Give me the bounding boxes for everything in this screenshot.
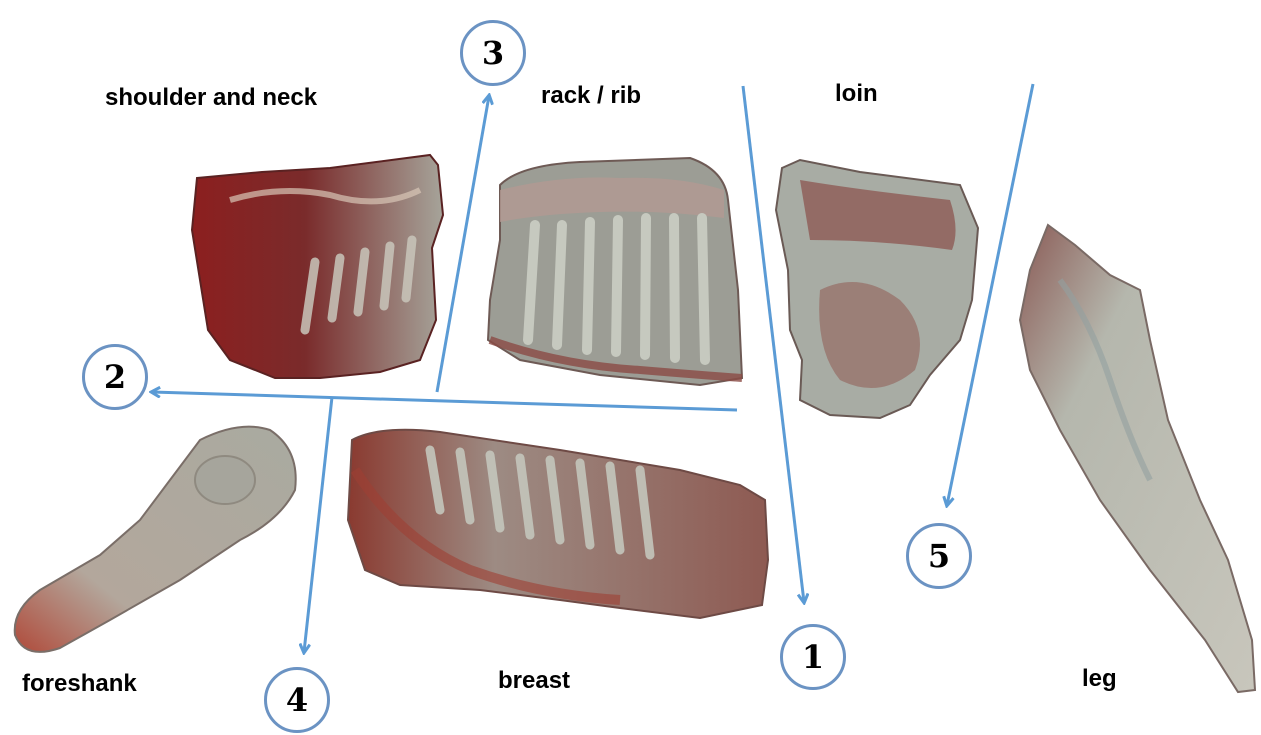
shoulder-neck-cut (192, 155, 443, 378)
breast-cut (348, 430, 768, 618)
step-4-circle: 4 (264, 667, 330, 733)
leg-cut (1020, 225, 1255, 692)
label-shoulder-neck: shoulder and neck (105, 86, 317, 110)
loin-cut (776, 160, 978, 418)
label-foreshank: foreshank (22, 672, 137, 696)
arrow-cut-3 (437, 96, 489, 392)
label-breast: breast (498, 669, 570, 693)
step-3-circle: 3 (460, 20, 526, 86)
arrow-cut-4 (304, 397, 332, 652)
rack-rib-cut (488, 158, 742, 385)
step-5-circle: 5 (906, 523, 972, 589)
arrow-cut-2 (152, 392, 737, 410)
foreshank-cut (15, 427, 296, 652)
label-leg: leg (1082, 667, 1117, 691)
label-rack-rib: rack / rib (541, 84, 641, 108)
label-loin: loin (835, 82, 878, 106)
step-2-circle: 2 (82, 344, 148, 410)
step-1-circle: 1 (780, 624, 846, 690)
